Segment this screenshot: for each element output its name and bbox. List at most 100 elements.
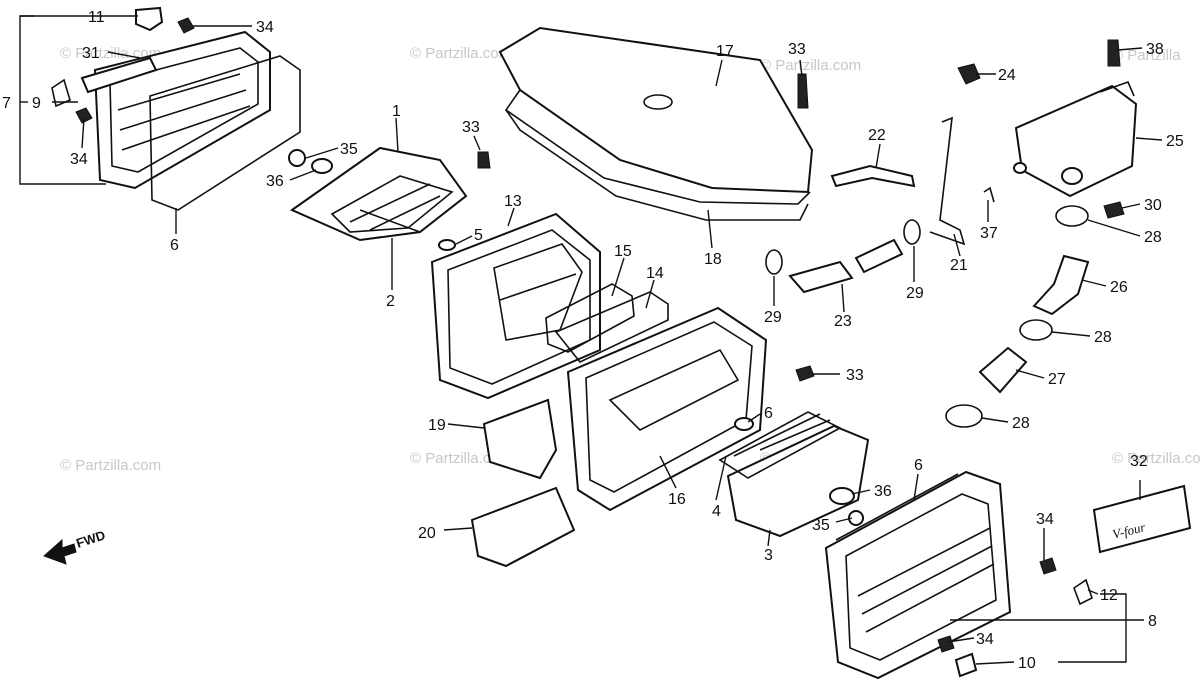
callout-1: 1 [392,103,401,120]
callout-34: 34 [1036,511,1054,528]
watermark-edge: © Partzilla [1112,47,1181,64]
part-reservoir-25 [1013,80,1138,198]
callout-28: 28 [1144,229,1162,246]
part-fitting-27 [978,346,1028,394]
part-hose-23 [788,260,854,294]
part-gasket-6a [149,55,301,211]
watermark: © Partzilla.com [410,45,511,62]
fwd-arrow-icon [43,538,77,565]
callout-22: 22 [868,127,886,144]
part-grommet-10 [954,652,978,678]
callout-19: 19 [428,417,446,434]
part-screw-34d [937,635,955,653]
watermark: © Partzilla.com [1112,450,1200,467]
part-element-1 [289,146,468,242]
callout-34: 34 [256,19,274,36]
callout-36: 36 [266,173,284,190]
part-top-cover-17 [498,26,814,221]
callout-34: 34 [976,631,994,648]
callout-6: 6 [914,457,923,474]
callout-30: 30 [1144,197,1162,214]
part-clamp-28a [1055,205,1089,227]
part-bolt-33c [795,365,815,382]
part-nut-35b [848,510,864,526]
part-washer-36a [311,158,333,174]
part-screw-34b [75,107,93,124]
part-clamp-29b [903,219,921,245]
callout-38: 38 [1146,41,1164,58]
callout-12: 12 [1100,587,1118,604]
part-clip-12 [1073,578,1093,606]
callout-35: 35 [812,517,830,534]
part-decal [80,56,158,94]
part-case-16 [566,306,768,512]
part-hose-22 [830,164,916,188]
part-nut-30 [1103,201,1125,219]
leader-lines [19,15,1163,665]
part-bolt-33a [797,73,809,109]
callout-37: 37 [980,225,998,242]
part-duct-19 [482,398,558,480]
part-screw-34c [1039,557,1057,575]
fwd-indicator: FWD [43,527,107,565]
part-bolt-38 [1107,39,1121,67]
part-gasket-6c [835,473,959,541]
part-right-cover-8 [824,470,1012,680]
part-clamp-28c [945,404,983,428]
part-tube-23b [854,238,904,274]
callout-26: 26 [1110,279,1128,296]
callout-21: 21 [950,257,968,274]
callout-34: 34 [70,151,88,168]
callout-5: 5 [474,227,483,244]
callout-11: 11 [88,9,105,26]
callout-6: 6 [764,405,773,422]
callout-8: 8 [1148,613,1157,630]
part-clip-9 [51,78,71,108]
callout-35: 35 [340,141,358,158]
callout-31: 31 [82,45,100,62]
part-element-3 [718,411,870,538]
callout-labels: 11 34 31 7 9 34 6 1 35 36 5 2 33 13 15 1… [2,9,1184,672]
callout-25: 25 [1166,133,1184,150]
callout-32: 32 [1130,453,1148,470]
part-fitting-24 [957,63,981,85]
part-bolt-33b [477,151,491,169]
watermark: © Partzilla.com [760,57,861,74]
parts: V-four [51,6,1192,680]
part-clip-37 [983,186,995,203]
callout-4: 4 [712,503,721,520]
callout-13: 13 [504,193,522,210]
callout-15: 15 [614,243,632,260]
callout-2: 2 [386,293,395,310]
callout-9: 9 [32,95,41,112]
callout-23: 23 [834,313,852,330]
callout-33: 33 [846,367,864,384]
callout-14: 14 [646,265,664,282]
callout-3: 3 [764,547,773,564]
watermark: © Partzilla.com [60,457,161,474]
part-clamp-29a [765,249,783,275]
callout-17: 17 [716,43,734,60]
callout-36: 36 [874,483,892,500]
callout-6: 6 [170,237,179,254]
callout-20: 20 [418,525,436,542]
part-screw-34a [177,17,195,34]
callout-29: 29 [906,285,924,302]
callout-28: 28 [1094,329,1112,346]
callout-10: 10 [1018,655,1036,672]
part-pipe-21 [929,116,966,246]
callout-18: 18 [704,251,722,268]
part-seal-15 [545,283,635,353]
callout-33: 33 [788,41,806,58]
part-nut-35a [288,149,306,167]
callout-24: 24 [998,67,1016,84]
part-seal-14 [554,291,669,363]
callout-33: 33 [462,119,480,136]
watermark: © Partzilla.com [410,450,511,467]
part-washer-36b [829,487,855,505]
part-duct-20 [470,486,576,568]
callout-16: 16 [668,491,686,508]
callout-27: 27 [1048,371,1066,388]
part-badge-32: V-four [1092,484,1192,554]
